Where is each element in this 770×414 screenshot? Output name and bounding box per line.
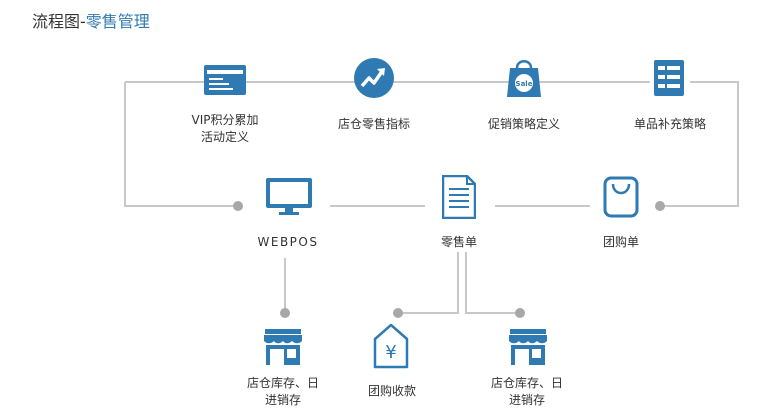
label-promo: 促销策略定义 — [487, 117, 560, 131]
dot-webpos-down — [280, 308, 290, 318]
list-document-icon — [653, 59, 685, 97]
connector-retail-inventory — [465, 252, 520, 314]
page-title: 流程图-零售管理 — [32, 8, 150, 32]
label-retail-order: 零售单 — [440, 235, 477, 249]
store-icon-b — [508, 328, 548, 366]
store-icon-a — [263, 328, 303, 366]
label-store-sales: 店仓零售指标 — [337, 117, 410, 131]
label-vip-line1: VIP积分累加 — [191, 113, 259, 127]
label-group-payment: 团购收款 — [367, 384, 416, 398]
label-inventory-a: 店仓库存、日 进销存 — [237, 375, 329, 409]
label-inventory-b-line1: 店仓库存、日 — [490, 376, 563, 390]
document-icon — [442, 175, 476, 219]
label-inventory-b: 店仓库存、日 进销存 — [480, 375, 574, 409]
label-inventory-b-line2: 进销存 — [508, 393, 545, 407]
dot-payment — [393, 308, 403, 318]
dot-left — [233, 201, 243, 211]
connector-right-loop — [660, 81, 739, 207]
label-inventory-a-line2: 进销存 — [264, 393, 301, 407]
sale-bag-icon: Sale — [506, 56, 542, 98]
title-accent: 零售管理 — [85, 12, 150, 31]
svg-text:¥: ¥ — [385, 342, 396, 363]
card-icon — [203, 63, 247, 97]
label-group-order: 团购单 — [602, 235, 639, 249]
connector-retail-payment — [398, 252, 459, 314]
trend-chart-icon — [353, 57, 395, 99]
title-main: 流程图- — [32, 12, 86, 31]
label-vip-line2: 活动定义 — [200, 130, 249, 144]
label-replenish: 单品补充策略 — [633, 117, 706, 131]
svg-text:Sale: Sale — [516, 80, 533, 88]
monitor-icon — [265, 177, 313, 217]
dot-inventory-b — [515, 308, 525, 318]
label-webpos: WEBPOS — [257, 235, 319, 249]
connector-left-loop — [124, 82, 238, 207]
label-inventory-a-line1: 店仓库存、日 — [246, 376, 319, 390]
dot-right — [655, 201, 665, 211]
yuan-tag-icon: ¥ — [373, 323, 409, 369]
label-vip: VIP积分累加 活动定义 — [178, 112, 272, 146]
shopping-bag-icon — [603, 176, 639, 218]
